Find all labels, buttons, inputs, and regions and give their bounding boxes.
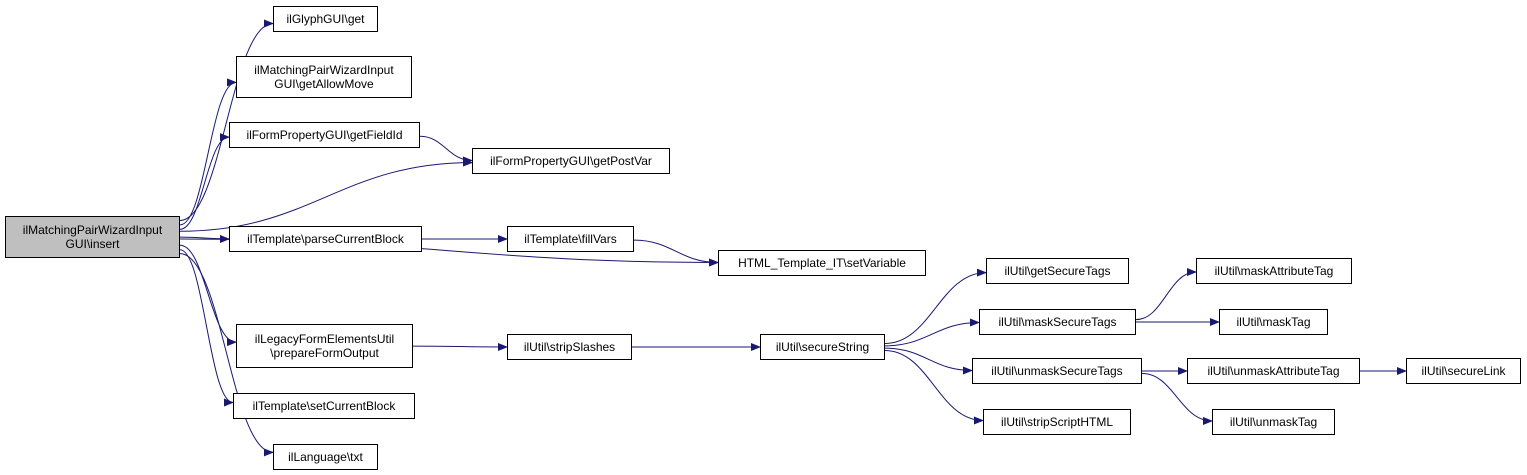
node-secure-link[interactable]: ilUtil\secureLink bbox=[1406, 358, 1521, 384]
node-get-post-var[interactable]: ilFormPropertyGUI\getPostVar bbox=[472, 148, 670, 174]
node-get-allow-move[interactable]: ilMatchingPairWizardInput GUI\getAllowMo… bbox=[236, 56, 412, 98]
edge-fill-vars-to-set-variable bbox=[633, 239, 719, 267]
node-strip-slashes[interactable]: ilUtil\stripSlashes bbox=[507, 334, 632, 360]
node-mask-tag[interactable]: ilUtil\maskTag bbox=[1219, 309, 1328, 335]
node-set-current-block[interactable]: ilTemplate\setCurrentBlock bbox=[233, 393, 415, 419]
node-unmask-secure-tags[interactable]: ilUtil\unmaskSecureTags bbox=[972, 358, 1142, 384]
edge-root-to-prepare-form-output bbox=[179, 244, 237, 347]
edge-root-to-get-field-id bbox=[179, 133, 230, 230]
edge-secure-string-to-mask-secure-tags bbox=[884, 318, 980, 347]
edge-get-field-id-to-get-post-var bbox=[419, 135, 473, 165]
node-unmask-tag[interactable]: ilUtil\unmaskTag bbox=[1212, 409, 1335, 435]
edge-secure-string-to-unmask-secure-tags bbox=[884, 347, 973, 375]
edge-root-to-glyph-get bbox=[179, 19, 274, 222]
edge-secure-string-to-get-secure-tags bbox=[884, 268, 987, 344]
node-language-txt[interactable]: ilLanguage\txt bbox=[273, 444, 378, 470]
node-set-variable[interactable]: HTML_Template_IT\setVariable bbox=[718, 250, 926, 276]
node-glyph-get[interactable]: ilGlyphGUI\get bbox=[273, 6, 378, 32]
node-strip-script-html[interactable]: ilUtil\stripScriptHTML bbox=[983, 409, 1131, 435]
edge-root-to-get-post-var bbox=[179, 158, 473, 232]
node-secure-string[interactable]: ilUtil\secureString bbox=[760, 334, 885, 360]
node-mask-attribute-tag[interactable]: ilUtil\maskAttributeTag bbox=[1196, 258, 1352, 284]
node-fill-vars[interactable]: ilTemplate\fillVars bbox=[507, 226, 634, 252]
edge-secure-string-to-strip-script-html bbox=[884, 350, 984, 425]
node-mask-secure-tags[interactable]: ilUtil\maskSecureTags bbox=[979, 309, 1136, 335]
node-unmask-attribute-tag[interactable]: ilUtil\unmaskAttributeTag bbox=[1187, 358, 1360, 384]
node-parse-current-block[interactable]: ilTemplate\parseCurrentBlock bbox=[229, 226, 422, 252]
node-root: ilMatchingPairWizardInput GUI\insert bbox=[5, 216, 180, 258]
node-prepare-form-output[interactable]: ilLegacyFormElementsUtil \prepareFormOut… bbox=[236, 324, 413, 368]
edge-root-to-language-txt bbox=[179, 253, 274, 457]
edge-unmask-secure-tags-to-unmask-tag bbox=[1141, 372, 1213, 425]
node-get-field-id[interactable]: ilFormPropertyGUI\getFieldId bbox=[229, 122, 420, 148]
edge-mask-secure-tags-to-mask-attribute-tag bbox=[1135, 268, 1197, 321]
node-get-secure-tags[interactable]: ilUtil\getSecureTags bbox=[986, 258, 1129, 284]
edge-root-to-set-current-block bbox=[179, 249, 234, 407]
edge-prepare-form-output-to-strip-slashes bbox=[412, 342, 508, 351]
edge-root-to-get-allow-move bbox=[179, 78, 237, 226]
